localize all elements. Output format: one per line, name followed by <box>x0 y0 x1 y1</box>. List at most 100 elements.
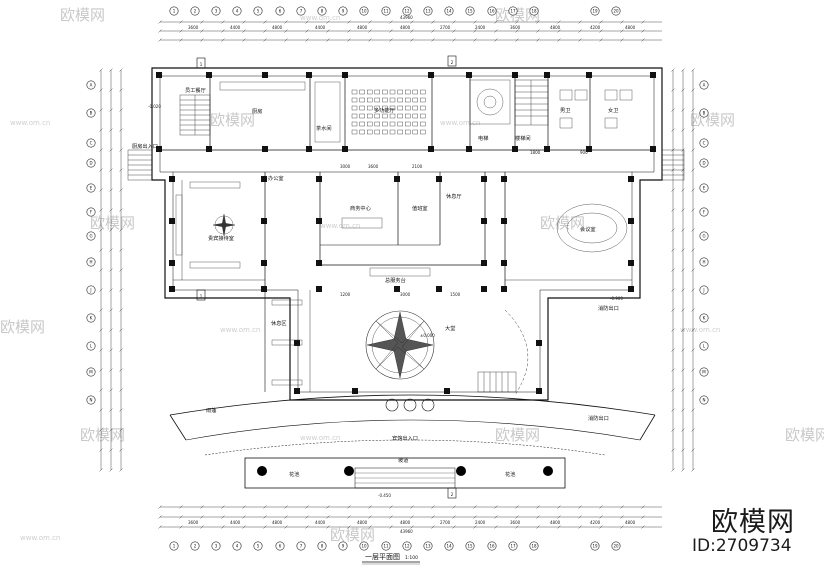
axis-bubble-label: D <box>89 160 92 165</box>
seat <box>359 121 365 127</box>
axis-bubble: N <box>86 395 96 405</box>
axis-bubble-label: 9 <box>342 8 345 13</box>
elevation-label: -0.900 <box>610 296 623 301</box>
axis-bubble: L <box>699 341 709 351</box>
axis-bubble: H <box>86 257 96 267</box>
dim-text: 3600 <box>188 25 199 30</box>
dim-text: 4400 <box>315 520 326 525</box>
axis-bubble-label: M <box>702 369 706 374</box>
seat <box>405 121 411 127</box>
room-label-multi-hall: 多功能厅 <box>374 106 395 114</box>
axis-bubble-label: 9 <box>342 543 345 548</box>
axis-bubble-label: 13 <box>425 8 431 13</box>
model-id-label: ID:2709734 <box>692 536 792 556</box>
dimension-ticks <box>99 20 695 529</box>
axis-bubble: 10 <box>359 541 369 551</box>
axis-bubble: K <box>86 313 96 323</box>
watermark-text: 欧模网 <box>540 214 585 232</box>
seat <box>359 97 365 103</box>
axis-bubble-label: J <box>702 287 704 292</box>
column <box>262 146 268 152</box>
seat <box>367 129 373 135</box>
axis-bubble: 18 <box>529 6 539 16</box>
axis-bubble: 16 <box>487 541 497 551</box>
axis-bubble: 3 <box>211 6 221 16</box>
seat <box>412 129 418 135</box>
drawing-scale: 1:100 <box>405 555 418 561</box>
room-label-toilet-m: 男卫 <box>560 107 570 114</box>
axis-bubble: G <box>86 231 96 241</box>
room-label-business-center: 商务中心 <box>350 204 371 212</box>
seat <box>397 89 403 95</box>
watermark-text: 欧模网 <box>495 426 540 444</box>
axis-bubble: 4 <box>232 541 242 551</box>
axis-bubble: 6 <box>275 6 285 16</box>
axis-bubble-label: 3 <box>215 8 218 13</box>
axis-bubble: 14 <box>444 6 454 16</box>
column <box>501 286 507 292</box>
column <box>261 286 267 292</box>
room-label-toilet-f: 女卫 <box>608 106 618 114</box>
axis-bubble-label: C <box>90 140 93 145</box>
column <box>262 72 268 78</box>
watermark-text: 欧模网 <box>495 6 540 24</box>
room-label-staff-dining: 员工餐厅 <box>185 86 206 94</box>
column <box>306 72 312 78</box>
seat <box>382 113 388 119</box>
axis-bubble: A <box>86 80 96 90</box>
room-label-kitchen: 厨房 <box>252 107 262 115</box>
column <box>444 388 450 394</box>
seat <box>405 113 411 119</box>
axis-bubble-label: 17 <box>510 543 516 548</box>
total-dimension: 43960 <box>400 529 413 534</box>
axis-bubble-label: A <box>703 82 706 87</box>
seat <box>389 113 396 119</box>
axis-bubble: 17 <box>508 6 518 16</box>
section-marker: 1 <box>200 62 203 67</box>
axis-bubble-label: 14 <box>446 543 452 548</box>
watermark-url: www.om.cn <box>300 14 340 22</box>
watermark-text: 欧模网 <box>60 6 105 24</box>
axis-bubble-label: 1 <box>173 8 176 13</box>
brand-logo-text: 欧模网 <box>711 507 795 538</box>
watermark-url: www.om.cn <box>10 119 50 127</box>
dim-text: 4800 <box>625 520 636 525</box>
seat <box>405 97 411 103</box>
axis-bubble-label: H <box>702 259 705 264</box>
column <box>501 176 507 182</box>
room-label-main-entrance: 宾馆出入口 <box>392 434 418 442</box>
axis-bubble: B <box>699 108 709 118</box>
seat <box>351 105 358 111</box>
dim-text: 4800 <box>357 520 368 525</box>
watermark-text: 欧模网 <box>330 526 375 544</box>
axis-bubble-label: N <box>703 397 706 402</box>
axis-bubble-label: 2 <box>194 543 197 548</box>
column <box>261 218 267 224</box>
seat <box>412 113 418 119</box>
seat <box>405 89 411 95</box>
seat <box>351 113 358 119</box>
seat <box>397 97 403 103</box>
axis-bubble: 6 <box>275 541 285 551</box>
axis-bubble-label: G <box>702 233 705 238</box>
axis-bubble-label: 19 <box>592 543 598 548</box>
axis-bubble: A <box>699 80 709 90</box>
axis-bubble-label: J <box>89 287 91 292</box>
axis-bubble-label: 18 <box>531 8 537 13</box>
axis-bubble-label: 15 <box>467 543 473 548</box>
elevation-label: ±0.000 <box>420 333 435 338</box>
column <box>156 146 162 152</box>
dim-text: 1500 <box>450 292 461 297</box>
column <box>650 146 656 152</box>
column <box>481 176 487 182</box>
section-marker: 2 <box>451 60 454 65</box>
seat <box>382 105 388 111</box>
section-marker: 2 <box>451 492 454 497</box>
seat <box>420 121 426 127</box>
room-label-front-desk: 总服务台 <box>385 276 406 284</box>
dim-text: 3600 <box>368 164 379 169</box>
dim-text: 4800 <box>625 25 636 30</box>
seat <box>351 129 358 135</box>
seat <box>351 89 358 95</box>
axis-bubble: E <box>699 183 709 193</box>
